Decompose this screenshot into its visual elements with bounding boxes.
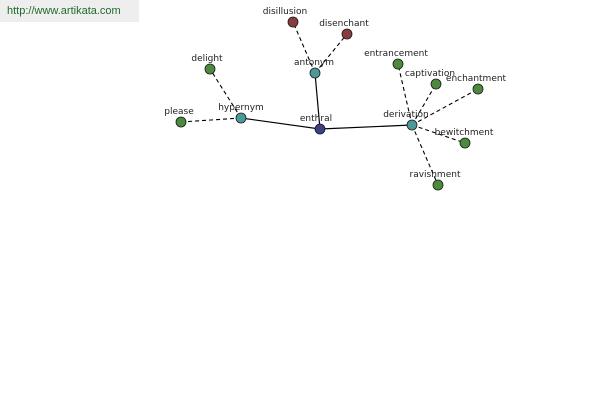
edge-antonym-disenchant [314,33,348,74]
edge-derivation-captivation [411,83,437,126]
word-node-delight[interactable]: delight [191,54,223,75]
word-label-entrancement: entrancement [364,49,428,59]
edge-derivation-bewitchment [411,124,466,144]
relation-node-derivation-dot[interactable] [406,119,418,131]
word-node-ravishment-dot[interactable] [432,179,444,191]
word-node-ravishment[interactable]: ravishment [410,170,461,191]
word-node-enchantment[interactable]: enchantment [446,74,507,95]
relation-label-derivation: derivation [383,110,429,120]
edge-root-hypernym [240,117,321,130]
root-node[interactable]: enthral [300,114,332,135]
word-node-delight-dot[interactable] [204,63,216,75]
word-label-delight: delight [191,54,223,64]
word-node-please[interactable]: please [164,107,194,128]
word-node-disillusion-dot[interactable] [287,16,299,28]
word-label-ravishment: ravishment [410,170,461,180]
word-node-entrancement-dot[interactable] [392,58,404,70]
source-url-link[interactable]: http://www.artikata.com [0,0,139,22]
nodes-layer: delight please disillusion disenchant entran… [164,7,507,191]
relation-node-hypernym[interactable]: hypernym [218,103,264,124]
edge-hypernym-delight [209,68,242,119]
word-node-disenchant[interactable]: disenchant [319,19,369,40]
word-node-please-dot[interactable] [175,116,187,128]
word-label-disenchant: disenchant [319,19,369,29]
word-node-bewitchment-dot[interactable] [459,137,471,149]
relation-label-hypernym: hypernym [218,103,264,113]
edge-root-antonym [314,72,321,130]
word-label-bewitchment: bewitchment [435,128,494,138]
word-node-entrancement[interactable]: entrancement [364,49,428,70]
word-node-disillusion[interactable]: disillusion [263,7,308,28]
relation-node-antonym[interactable]: antonym [294,58,334,79]
root-label: enthral [300,114,332,124]
edges-layer [180,21,479,186]
relation-label-antonym: antonym [294,58,334,68]
edge-hypernym-please [180,117,242,123]
word-node-captivation-dot[interactable] [430,78,442,90]
relation-node-antonym-dot[interactable] [309,67,321,79]
word-label-captivation: captivation [405,69,455,79]
word-node-bewitchment[interactable]: bewitchment [435,128,494,149]
root-node-dot[interactable] [314,123,326,135]
relation-node-derivation[interactable]: derivation [383,110,429,131]
edge-derivation-ravishment [411,124,439,186]
word-node-enchantment-dot[interactable] [472,83,484,95]
word-label-please: please [164,107,194,117]
edge-root-derivation [319,124,413,130]
edge-derivation-enchantment [411,88,479,126]
relation-node-hypernym-dot[interactable] [235,112,247,124]
word-node-disenchant-dot[interactable] [341,28,353,40]
edge-antonym-disillusion [292,21,316,74]
word-node-captivation[interactable]: captivation [405,69,455,90]
word-label-enchantment: enchantment [446,74,507,84]
edge-derivation-entrancement [397,63,413,126]
word-label-disillusion: disillusion [263,7,308,17]
